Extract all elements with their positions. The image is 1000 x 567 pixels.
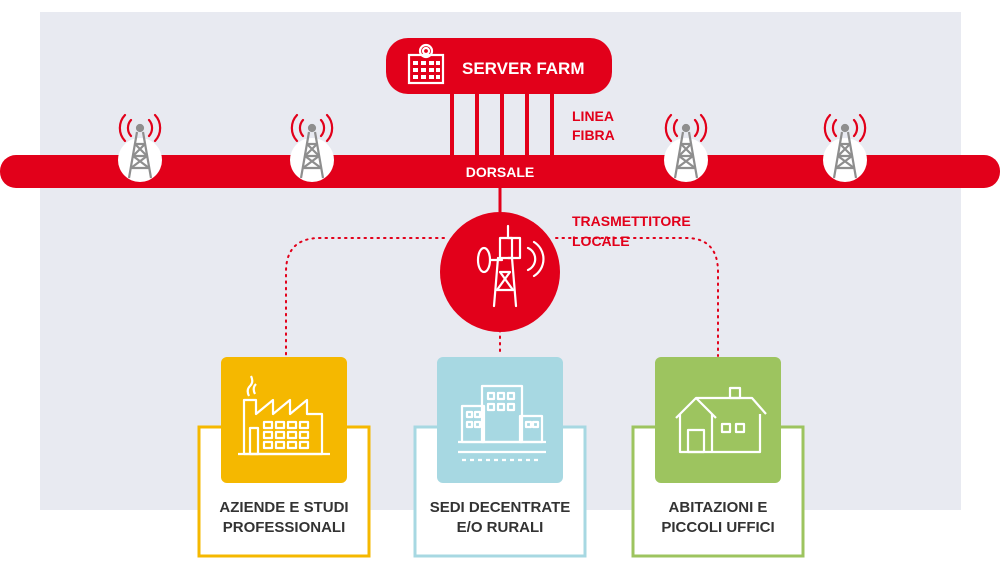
antenna-icon	[476, 224, 545, 308]
endpoint-remote-offices: SEDI DECENTRATE E/O RURALI	[413, 357, 587, 558]
transmitter-label-line2: LOCALE	[572, 233, 630, 249]
server-farm-label: SERVER FARM	[462, 59, 585, 78]
dotted-connectors	[285, 237, 719, 357]
endpoint-label-line2: PICCOLI UFFICI	[661, 519, 774, 536]
endpoint-tile	[437, 357, 563, 483]
transmitter-label-line1: TRASMETTITORE	[572, 213, 691, 229]
factory-icon	[238, 375, 330, 456]
server-farm: SERVER FARM	[386, 38, 612, 94]
server-building-icon	[407, 43, 445, 85]
endpoint-businesses: AZIENDE E STUDI PROFESSIONALI	[197, 357, 371, 558]
endpoint-label-line1: AZIENDE E STUDI	[219, 499, 348, 516]
endpoint-homes: ABITAZIONI E PICCOLI UFFICI	[631, 357, 805, 558]
endpoint-label-line1: SEDI DECENTRATE	[430, 499, 571, 516]
backbone-label: DORSALE	[466, 164, 534, 180]
fiber-lines	[450, 90, 554, 157]
fiber-label-line1: LINEA	[572, 108, 614, 124]
house-icon	[675, 386, 767, 454]
connector-right	[555, 237, 719, 357]
endpoint-tile	[655, 357, 781, 483]
endpoint-tile	[221, 357, 347, 483]
backbone-bar	[0, 155, 1000, 188]
endpoint-label-line2: PROFESSIONALI	[223, 519, 346, 536]
endpoint-label-line1: ABITAZIONI E	[669, 499, 768, 516]
office-buildings-icon	[458, 384, 546, 462]
connector-left	[285, 237, 445, 357]
fiber-label-line2: FIBRA	[572, 127, 615, 143]
local-transmitter	[440, 212, 560, 332]
endpoint-label-line2: E/O RURALI	[457, 519, 544, 536]
